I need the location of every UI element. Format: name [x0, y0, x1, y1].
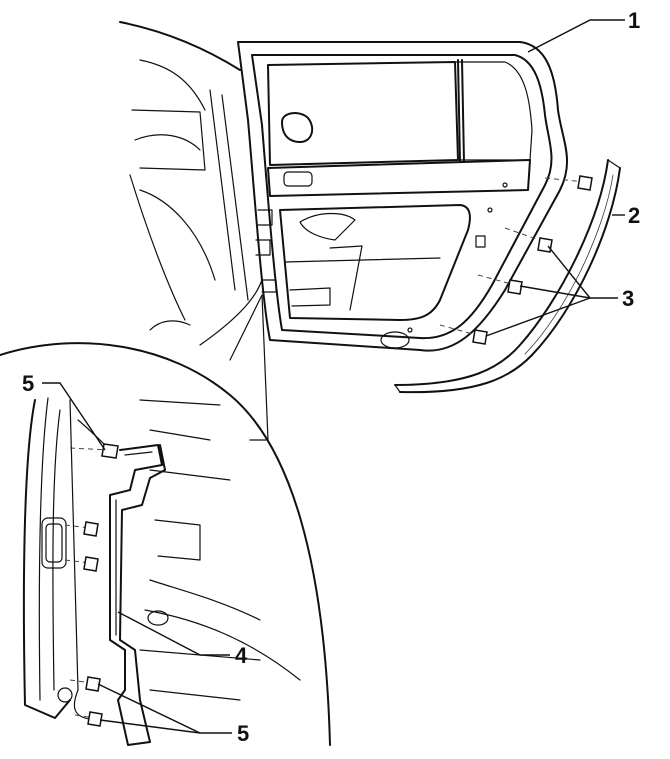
leader-lines — [42, 19, 625, 734]
callout-pillar-trim: 4 — [235, 643, 248, 668]
callout-door-trim-strip: 2 — [628, 203, 640, 228]
callout-door-seal: 1 — [628, 8, 640, 33]
pillar-detail-view — [0, 279, 331, 746]
callout-pillar-clips-bottom: 5 — [237, 721, 249, 746]
rear-door-assembly — [119, 21, 568, 352]
trim-strip-clips — [439, 175, 593, 345]
pillar-trim — [109, 444, 166, 746]
callout-pillar-clips-top: 5 — [22, 371, 34, 396]
door-seal — [237, 41, 568, 352]
callout-trim-strip-clips: 3 — [622, 286, 634, 311]
door-trim-strip — [394, 159, 621, 394]
